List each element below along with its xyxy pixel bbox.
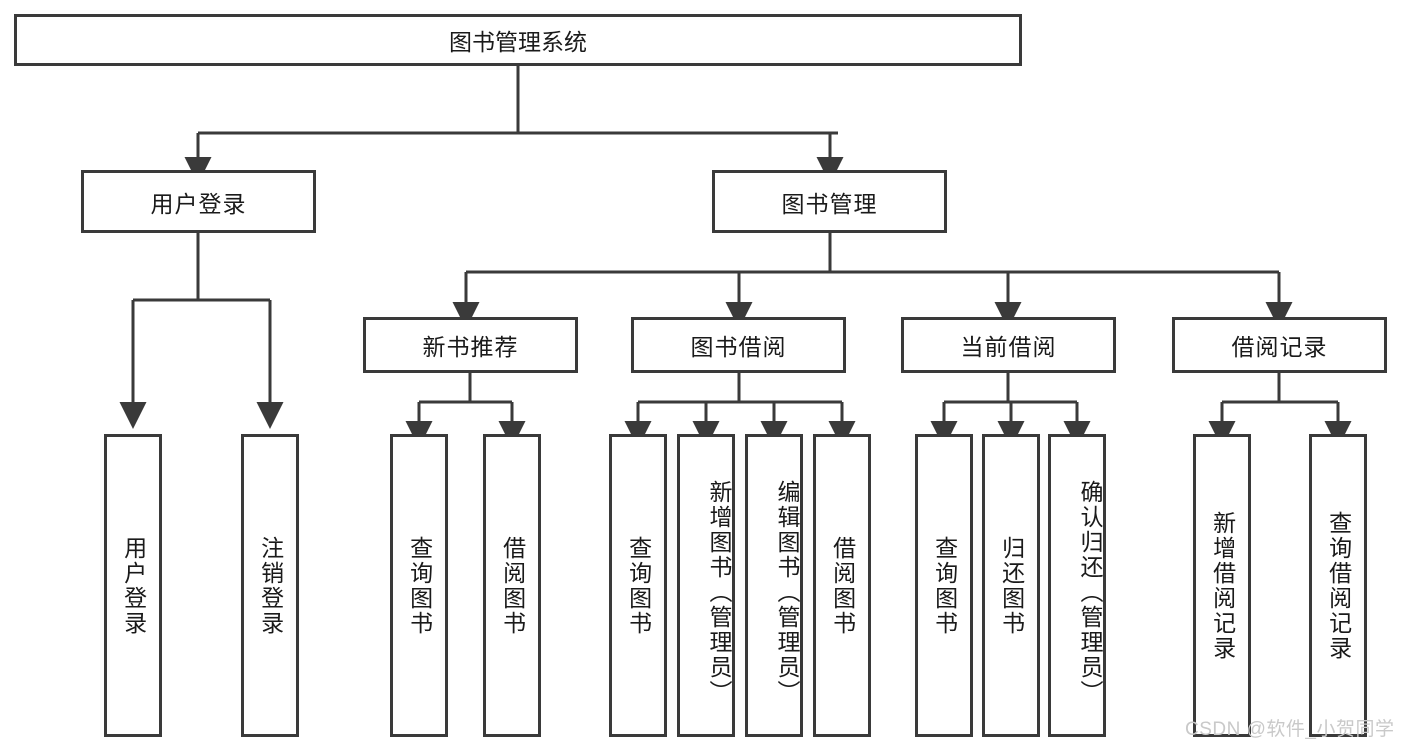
node-current-borrow[interactable]: 当前借阅 (901, 317, 1116, 373)
leaf-add-borrow-record[interactable]: 新增借阅记录 (1193, 434, 1251, 737)
node-root-system[interactable]: 图书管理系统 (14, 14, 1022, 66)
leaf-add-book-admin[interactable]: 新增图书（管理员） (677, 434, 735, 737)
csdn-watermark: CSDN @软件_小贺同学 (1185, 719, 1395, 740)
leaf-edit-book-admin[interactable]: 编辑图书（管理员） (745, 434, 803, 737)
node-new-book-recommend[interactable]: 新书推荐 (363, 317, 578, 373)
leaf-user-login[interactable]: 用户登录 (104, 434, 162, 737)
leaf-query-book-borrow[interactable]: 查询图书 (609, 434, 667, 737)
leaf-query-book-current[interactable]: 查询图书 (915, 434, 973, 737)
leaf-query-book-new[interactable]: 查询图书 (390, 434, 448, 737)
node-book-borrow[interactable]: 图书借阅 (631, 317, 846, 373)
leaf-query-borrow-record[interactable]: 查询借阅记录 (1309, 434, 1367, 737)
leaf-borrow-book-new[interactable]: 借阅图书 (483, 434, 541, 737)
leaf-confirm-return-admin[interactable]: 确认归还（管理员） (1048, 434, 1106, 737)
leaf-borrow-book[interactable]: 借阅图书 (813, 434, 871, 737)
node-borrow-record[interactable]: 借阅记录 (1172, 317, 1387, 373)
leaf-logout-login[interactable]: 注销登录 (241, 434, 299, 737)
node-user-login[interactable]: 用户登录 (81, 170, 316, 233)
node-book-management[interactable]: 图书管理 (712, 170, 947, 233)
leaf-return-book[interactable]: 归还图书 (982, 434, 1040, 737)
